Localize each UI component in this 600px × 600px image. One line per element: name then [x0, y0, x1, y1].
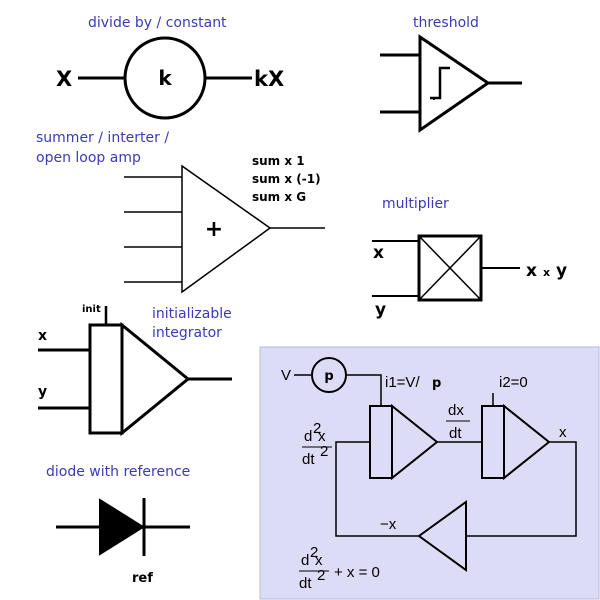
- example-x-output-label: x: [559, 424, 567, 441]
- example-equation-rest: + x = 0: [334, 564, 380, 581]
- threshold-title: threshold: [413, 15, 479, 31]
- example-d2x-num-var: x: [318, 428, 326, 445]
- diode-component: diode with reference ref: [46, 464, 190, 586]
- example-feedback-out-wire: [466, 441, 577, 537]
- divider-component: divide by / constant X k kX: [56, 15, 284, 120]
- diode-ref-label: ref: [132, 571, 153, 586]
- example-equation-den: dt: [299, 575, 312, 592]
- example-d2x-num-d: d: [304, 428, 312, 445]
- example-equation-num-d: d: [301, 552, 309, 569]
- summer-component: summer / interter / open loop amp + sum …: [36, 130, 325, 294]
- integrator-component: initializable integrator init x y: [38, 304, 232, 437]
- summer-triangle: [181, 164, 272, 294]
- integrator-input-y-label: y: [38, 384, 47, 400]
- summer-title-line1: summer / interter /: [36, 130, 169, 146]
- example-d2x-num-exp: 2: [313, 420, 321, 437]
- summer-symbol: +: [205, 217, 223, 242]
- multiplier-input-y-label: y: [375, 300, 386, 320]
- integrator-input-x-label: x: [38, 328, 47, 344]
- integrator-init-label: init: [82, 304, 101, 315]
- multiplier-output-x: x: [526, 261, 537, 281]
- example-equation-num-exp: 2: [310, 544, 318, 561]
- example-i1-label: i1=V/: [385, 374, 420, 391]
- threshold-hysteresis-icon: [430, 66, 450, 100]
- divider-symbol: k: [158, 66, 172, 90]
- integrator-title-line2: integrator: [152, 325, 222, 341]
- example-pot-to-init-wire: [346, 374, 382, 406]
- example-equation-num-var: x: [315, 552, 323, 569]
- example-dx-num: dx: [448, 402, 464, 419]
- example-integrator-2-triangle: [503, 403, 551, 481]
- threshold-component: threshold: [380, 15, 522, 133]
- example-panel: V p i1=V/ p i2=0 d 2 x dt 2 dx dt x: [259, 346, 600, 600]
- example-d2x-den: dt: [302, 451, 315, 468]
- example-dx-den: dt: [449, 425, 462, 442]
- threshold-triangle: [418, 34, 491, 133]
- multiplier-component: multiplier x y x x y: [372, 196, 567, 320]
- multiplier-cross-2: [418, 235, 482, 301]
- example-integrator-1-triangle: [391, 403, 439, 481]
- divider-title: divide by / constant: [88, 15, 227, 31]
- integrator-triangle: [120, 321, 191, 437]
- integrator-box: [88, 323, 124, 435]
- example-feedback-in-wire: [335, 441, 419, 537]
- example-d2x-den-exp: 2: [320, 443, 328, 460]
- divider-output-label: kX: [254, 67, 284, 91]
- multiplier-title: multiplier: [382, 196, 449, 212]
- example-i2-label: i2=0: [499, 374, 528, 391]
- example-i1-p: p: [432, 376, 441, 391]
- summer-note-2: sum x (-1): [252, 172, 321, 186]
- summer-title-line2: open loop amp: [36, 150, 141, 166]
- divider-input-label: X: [56, 67, 72, 91]
- example-panel-background: [259, 346, 600, 600]
- example-v-label: V: [281, 367, 291, 384]
- diode-title: diode with reference: [46, 464, 190, 480]
- multiplier-output-times: x: [543, 266, 550, 279]
- example-equation-den-exp: 2: [317, 567, 325, 584]
- multiplier-input-x-label: x: [373, 243, 384, 263]
- summer-note-1: sum x 1: [252, 154, 305, 168]
- example-inverter-triangle: [417, 500, 467, 572]
- diode-triangle: [99, 498, 145, 556]
- example-neg-x-label: −x: [380, 516, 397, 533]
- multiplier-output-y: y: [556, 261, 567, 281]
- summer-note-3: sum x G: [252, 190, 306, 204]
- example-potentiometer-label: p: [324, 369, 333, 384]
- integrator-title-line1: initializable: [152, 306, 232, 322]
